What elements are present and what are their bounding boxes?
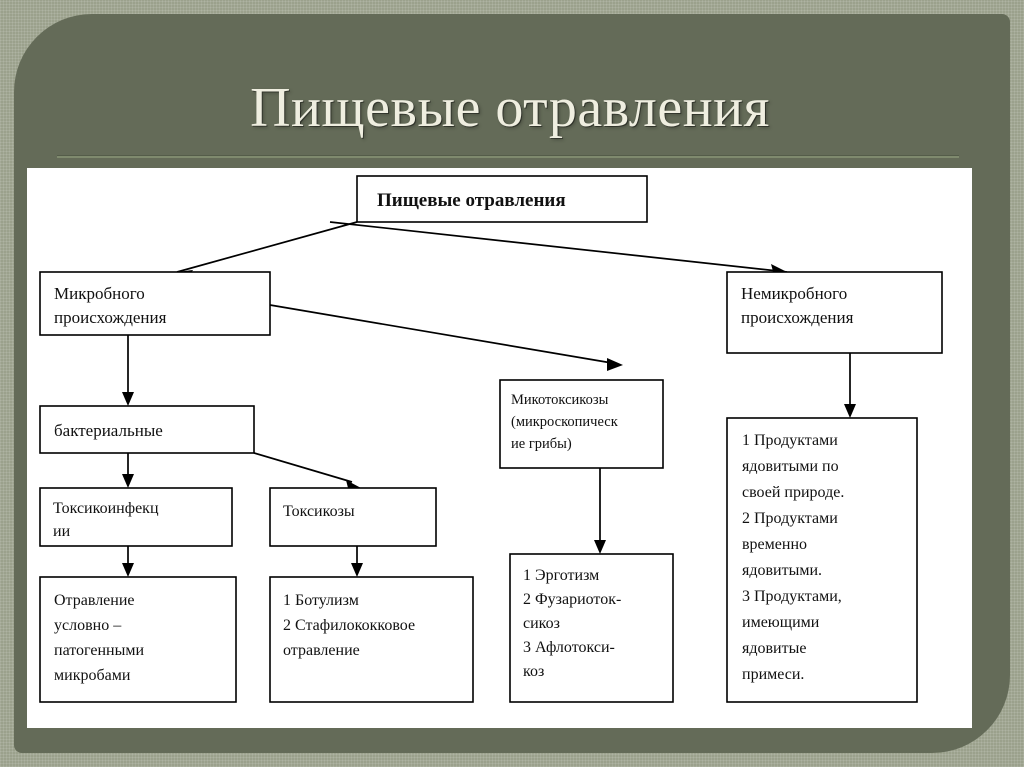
- node-mycotoxin-list[interactable]: 1 Эрготизм 2 Фузариоток- сикоз 3 Афлоток…: [509, 553, 674, 703]
- node-opportunistic-line-3: патогенными: [54, 642, 144, 659]
- node-toxicoses[interactable]: Токсикозы: [269, 487, 437, 547]
- edge-bacterial-to-toxicoinfections: [122, 453, 134, 488]
- node-botulism-line-1: 1 Ботулизм: [283, 592, 359, 609]
- node-microbial-line-2: происхождения: [54, 308, 167, 327]
- node-bacterial[interactable]: бактериальные: [39, 405, 255, 454]
- node-nonmicrobial-list-line-4: 2 Продуктами: [742, 510, 838, 527]
- node-toxicoinfections-line-1: Токсикоинфекц: [53, 500, 159, 517]
- edge-root-to-nonmicrobial: [329, 221, 788, 275]
- food-poisoning-flowchart: Пищевые отравления Микробного происхожде…: [39, 175, 943, 703]
- node-nonmicrobial-list-line-10: примеси.: [742, 666, 804, 683]
- node-root-label: Пищевые отравления: [377, 190, 566, 211]
- edge-toxicoses-to-botulism: [351, 546, 363, 577]
- node-mycotoxin-line-4: 3 Афлотокси-: [523, 639, 615, 656]
- node-root[interactable]: Пищевые отравления: [356, 175, 648, 223]
- node-opportunistic-line-4: микробами: [54, 667, 131, 684]
- node-nonmicrobial-list-line-5: временно: [742, 536, 807, 553]
- node-nonmicrobial-list-line-9: ядовитые: [742, 640, 806, 657]
- title-divider: [57, 155, 959, 158]
- edge-microbial-to-bacterial: [122, 335, 134, 406]
- edge-mycotoxicoses-to-list: [594, 468, 606, 554]
- node-nonmicrobial-list[interactable]: 1 Продуктами ядовитыми по своей природе.…: [726, 417, 918, 703]
- node-mycotoxicoses-line-2: (микроскопическ: [511, 414, 619, 430]
- edge-nonmicrobial-to-list: [844, 353, 856, 418]
- node-nonmicrobial-list-line-7: 3 Продуктами,: [742, 588, 842, 605]
- node-opportunistic-line-2: условно –: [54, 617, 122, 634]
- node-nonmicrobial-list-line-6: ядовитыми.: [742, 562, 822, 579]
- node-mycotoxin-line-5: коз: [523, 663, 544, 680]
- node-nonmicrobial-list-line-8: имеющими: [742, 614, 820, 631]
- node-botulism-list[interactable]: 1 Ботулизм 2 Стафилококковое отравление: [269, 576, 474, 703]
- node-opportunistic-microbes[interactable]: Отравление условно – патогенными микроба…: [39, 576, 237, 703]
- node-mycotoxin-line-1: 1 Эрготизм: [523, 567, 599, 584]
- node-botulism-line-3: отравление: [283, 642, 360, 659]
- node-nonmicrobial-list-line-3: своей природе.: [742, 484, 844, 501]
- node-nonmicrobial-list-line-1: 1 Продуктами: [742, 432, 838, 449]
- node-toxicoses-label: Токсикозы: [283, 503, 355, 520]
- node-mycotoxin-line-3: сикоз: [523, 615, 560, 632]
- node-botulism-line-2: 2 Стафилококковое: [283, 617, 415, 634]
- content-sheet: Пищевые отравления Микробного происхожде…: [27, 168, 972, 728]
- node-nonmicrobial-list-line-2: ядовитыми по: [742, 458, 839, 475]
- node-microbial-line-1: Микробного: [54, 284, 145, 303]
- node-toxicoinfections[interactable]: Токсикоинфекц ии: [39, 487, 233, 547]
- node-opportunistic-line-1: Отравление: [54, 592, 135, 609]
- edge-microbial-to-mycotoxicoses: [269, 304, 623, 371]
- node-mycotoxicoses-line-3: ие грибы): [511, 436, 572, 452]
- node-nonmicrobial-line-1: Немикробного: [741, 284, 847, 303]
- node-toxicoinfections-line-2: ии: [53, 523, 71, 540]
- node-microbial[interactable]: Микробного происхождения: [39, 271, 271, 336]
- edge-toxicoinfections-to-opportunistic: [122, 546, 134, 577]
- edge-bacterial-to-toxicoses: [253, 452, 361, 492]
- title-band: Пищевые отравления: [0, 0, 1024, 168]
- node-nonmicrobial[interactable]: Немикробного происхождения: [726, 271, 943, 354]
- node-bacterial-label: бактериальные: [54, 421, 163, 440]
- node-mycotoxicoses-line-1: Микотоксикозы: [511, 392, 609, 408]
- node-mycotoxicoses[interactable]: Микотоксикозы (микроскопическ ие грибы): [499, 379, 664, 469]
- node-nonmicrobial-line-2: происхождения: [741, 308, 854, 327]
- page-title: Пищевые отравления: [250, 77, 770, 139]
- node-mycotoxin-line-2: 2 Фузариоток-: [523, 591, 621, 608]
